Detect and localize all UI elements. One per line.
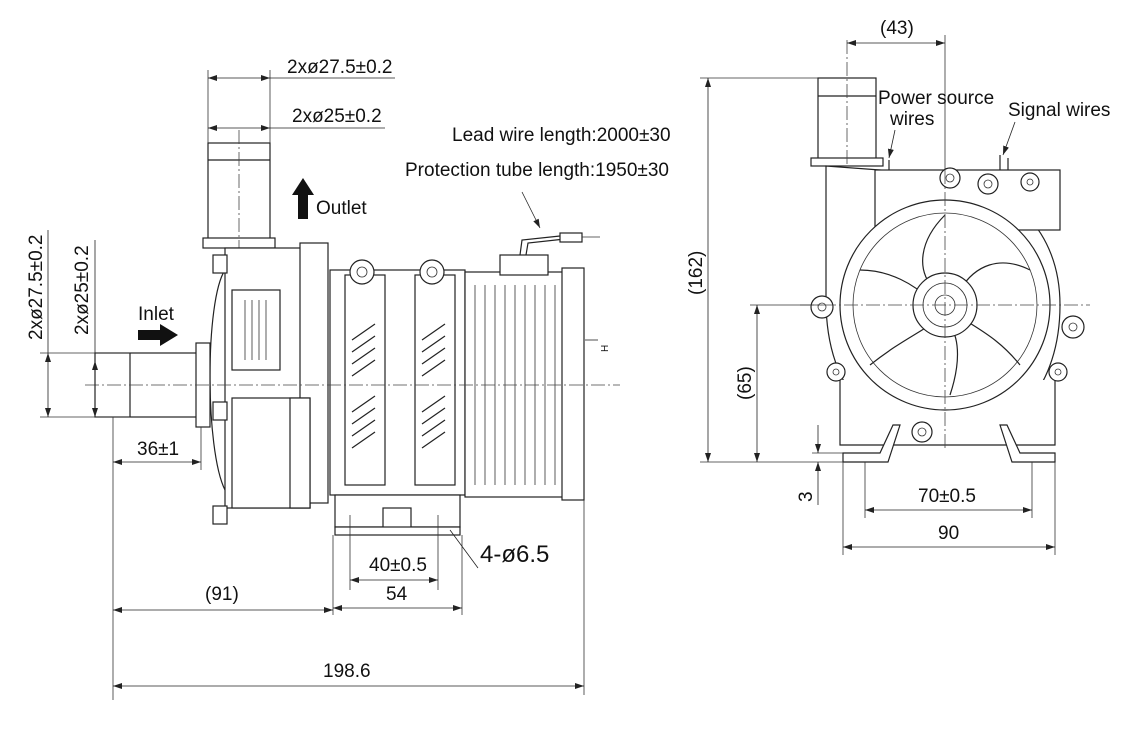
side-view: Outlet Inlet 2xø27.5±0.2 2xø25±0.2 2xø: [26, 57, 671, 700]
front-outlet-pipe: [810, 40, 884, 200]
dim-inlet-inner: 2xø25±0.2: [72, 245, 93, 335]
lead-wire-leader: [521, 191, 541, 229]
power-wires-line2: wires: [889, 109, 934, 130]
dim-inlet-diameters: [40, 230, 130, 418]
dim-foot: [332, 515, 479, 615]
motor-rear: [464, 232, 600, 501]
inlet-arrow-icon: [138, 324, 178, 346]
dim-mount-holes: 40±0.5: [369, 555, 427, 576]
outlet-label: Outlet: [316, 198, 367, 219]
signal-wires-label: Signal wires: [1008, 100, 1110, 121]
dim-axis-height-label: (65): [735, 366, 756, 400]
front-wires: [888, 155, 1009, 170]
dim-outlet-diameters: [207, 70, 395, 143]
lead-wire-length: Lead wire length:2000±30: [452, 125, 671, 146]
dim-overall: [113, 500, 585, 695]
dim-outlet-offset-label: (43): [880, 18, 914, 39]
outlet-arrow-icon: [292, 178, 314, 219]
dim-foot-thickness: [812, 425, 843, 505]
motor-body: [329, 259, 466, 536]
motor-slots: [351, 323, 446, 449]
dim-axis-height: [750, 304, 822, 462]
dim-total-length: 198.6: [323, 661, 371, 682]
dim-foot-label: 54: [386, 584, 408, 605]
dim-outlet-outer: 2xø27.5±0.2: [287, 57, 393, 78]
dim-outlet-offset: [847, 35, 946, 170]
power-wires-leader: [887, 129, 896, 159]
pump-head: [209, 242, 329, 525]
hole-spec: 4-ø6.5: [480, 541, 549, 568]
terminal-mark: H: [600, 345, 611, 352]
inlet-label: Inlet: [138, 304, 175, 325]
front-bolts: [810, 167, 1085, 443]
dim-foot-thickness-label: 3: [796, 491, 817, 502]
signal-wires-leader: [1002, 121, 1016, 156]
dim-inlet-length-label: 36±1: [137, 439, 179, 460]
dim-holes-label: 70±0.5: [918, 486, 976, 507]
outlet-pipe: [202, 130, 276, 265]
power-wires-line1: Power source: [878, 88, 994, 109]
front-view: (43) Power source wires Signal wires (16…: [686, 18, 1110, 555]
dim-height-label: (162): [686, 251, 707, 295]
dim-width-label: 90: [938, 523, 959, 544]
dim-inlet-to-foot: (91): [205, 584, 239, 605]
protection-tube-length: Protection tube length:1950±30: [405, 160, 669, 181]
dim-inlet-outer: 2xø27.5±0.2: [26, 235, 47, 341]
dim-outlet-inner: 2xø25±0.2: [292, 106, 382, 127]
dim-inlet-length: [112, 417, 202, 700]
dim-front-width: [842, 462, 1056, 555]
